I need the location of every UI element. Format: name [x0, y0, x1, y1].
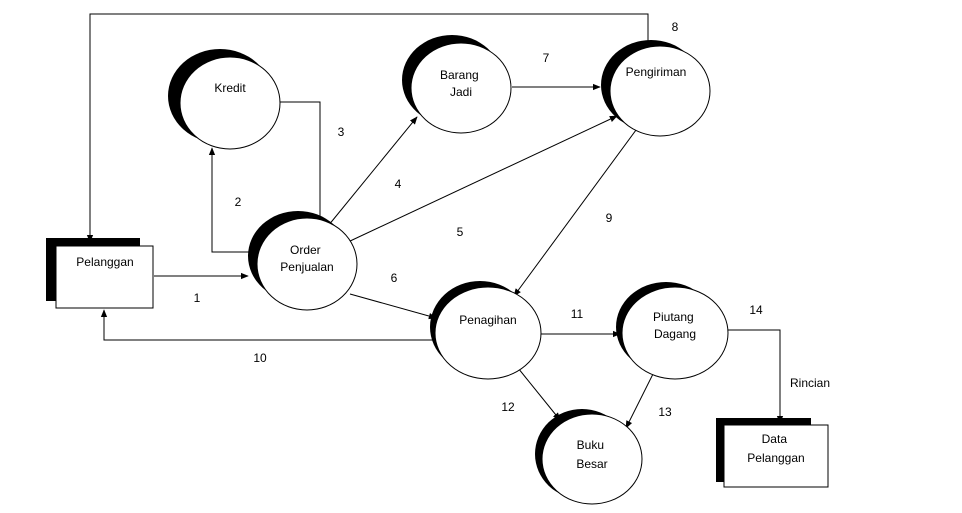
- flow-2-arrow: [208, 147, 258, 253]
- flow-10-arrow: [100, 309, 436, 341]
- process-pengiriman-label: Pengiriman: [626, 65, 687, 79]
- flow-13-arrow: [625, 371, 655, 429]
- flow-lines: [86, 13, 784, 429]
- flow-1-label: 1: [194, 291, 201, 305]
- process-barang-jadi: Barang Jadi: [402, 35, 512, 134]
- flow-11-label: 11: [571, 307, 584, 321]
- entity-pelanggan: Pelanggan: [46, 238, 154, 309]
- flow-4-label: 4: [395, 177, 402, 191]
- process-order-penjualan: Order Penjualan: [248, 211, 358, 311]
- entity-data-pelanggan: Data Pelanggan: [716, 418, 829, 488]
- flow-13-label: 13: [658, 405, 672, 419]
- flow-5-label: 5: [457, 225, 464, 239]
- process-buku-besar-label: Buku Besar: [576, 438, 607, 471]
- process-piutang-dagang: Piutang Dagang: [616, 282, 729, 380]
- entity-data-pelanggan-label: Data Pelanggan: [747, 432, 804, 465]
- process-penagihan-label: Penagihan: [459, 313, 516, 327]
- flow-rincian-label: Rincian: [790, 376, 830, 390]
- flow-3-label: 3: [338, 125, 345, 139]
- flow-14-label: 14: [749, 303, 763, 317]
- flow-9-label: 9: [606, 211, 613, 225]
- process-buku-besar: Buku Besar: [535, 409, 643, 505]
- flow-12-label: 12: [501, 400, 515, 414]
- flow-14-arrow: [728, 329, 784, 424]
- flow-6-label: 6: [391, 271, 398, 285]
- flow-7-label: 7: [543, 51, 550, 65]
- process-order-penjualan-label: Order Penjualan: [280, 243, 333, 274]
- process-kredit: Kredit: [168, 49, 281, 150]
- flow-6-arrow: [349, 293, 437, 320]
- flow-5-arrow: [347, 115, 618, 243]
- flow-8-label: 8: [672, 20, 679, 34]
- entity-pelanggan-label: Pelanggan: [76, 255, 133, 269]
- flow-9-arrow: [513, 129, 637, 297]
- flow-4-arrow: [327, 116, 418, 227]
- flow-12-arrow: [517, 367, 561, 421]
- flow-10-label: 10: [253, 351, 267, 365]
- flow-3-arrow: [280, 101, 324, 229]
- process-piutang-dagang-label: Piutang Dagang: [653, 310, 697, 341]
- process-penagihan: Penagihan: [430, 281, 542, 380]
- process-pengiriman: Pengiriman: [601, 40, 711, 137]
- flow-8-arrow: [86, 13, 649, 243]
- process-barang-jadi-label: Barang Jadi: [440, 68, 482, 99]
- flow-labels: 1 2 3 4 5 6 7 8 9 10 11 12 13 14 Rincian: [194, 20, 830, 419]
- process-kredit-label: Kredit: [214, 81, 246, 95]
- flow-2-label: 2: [235, 195, 242, 209]
